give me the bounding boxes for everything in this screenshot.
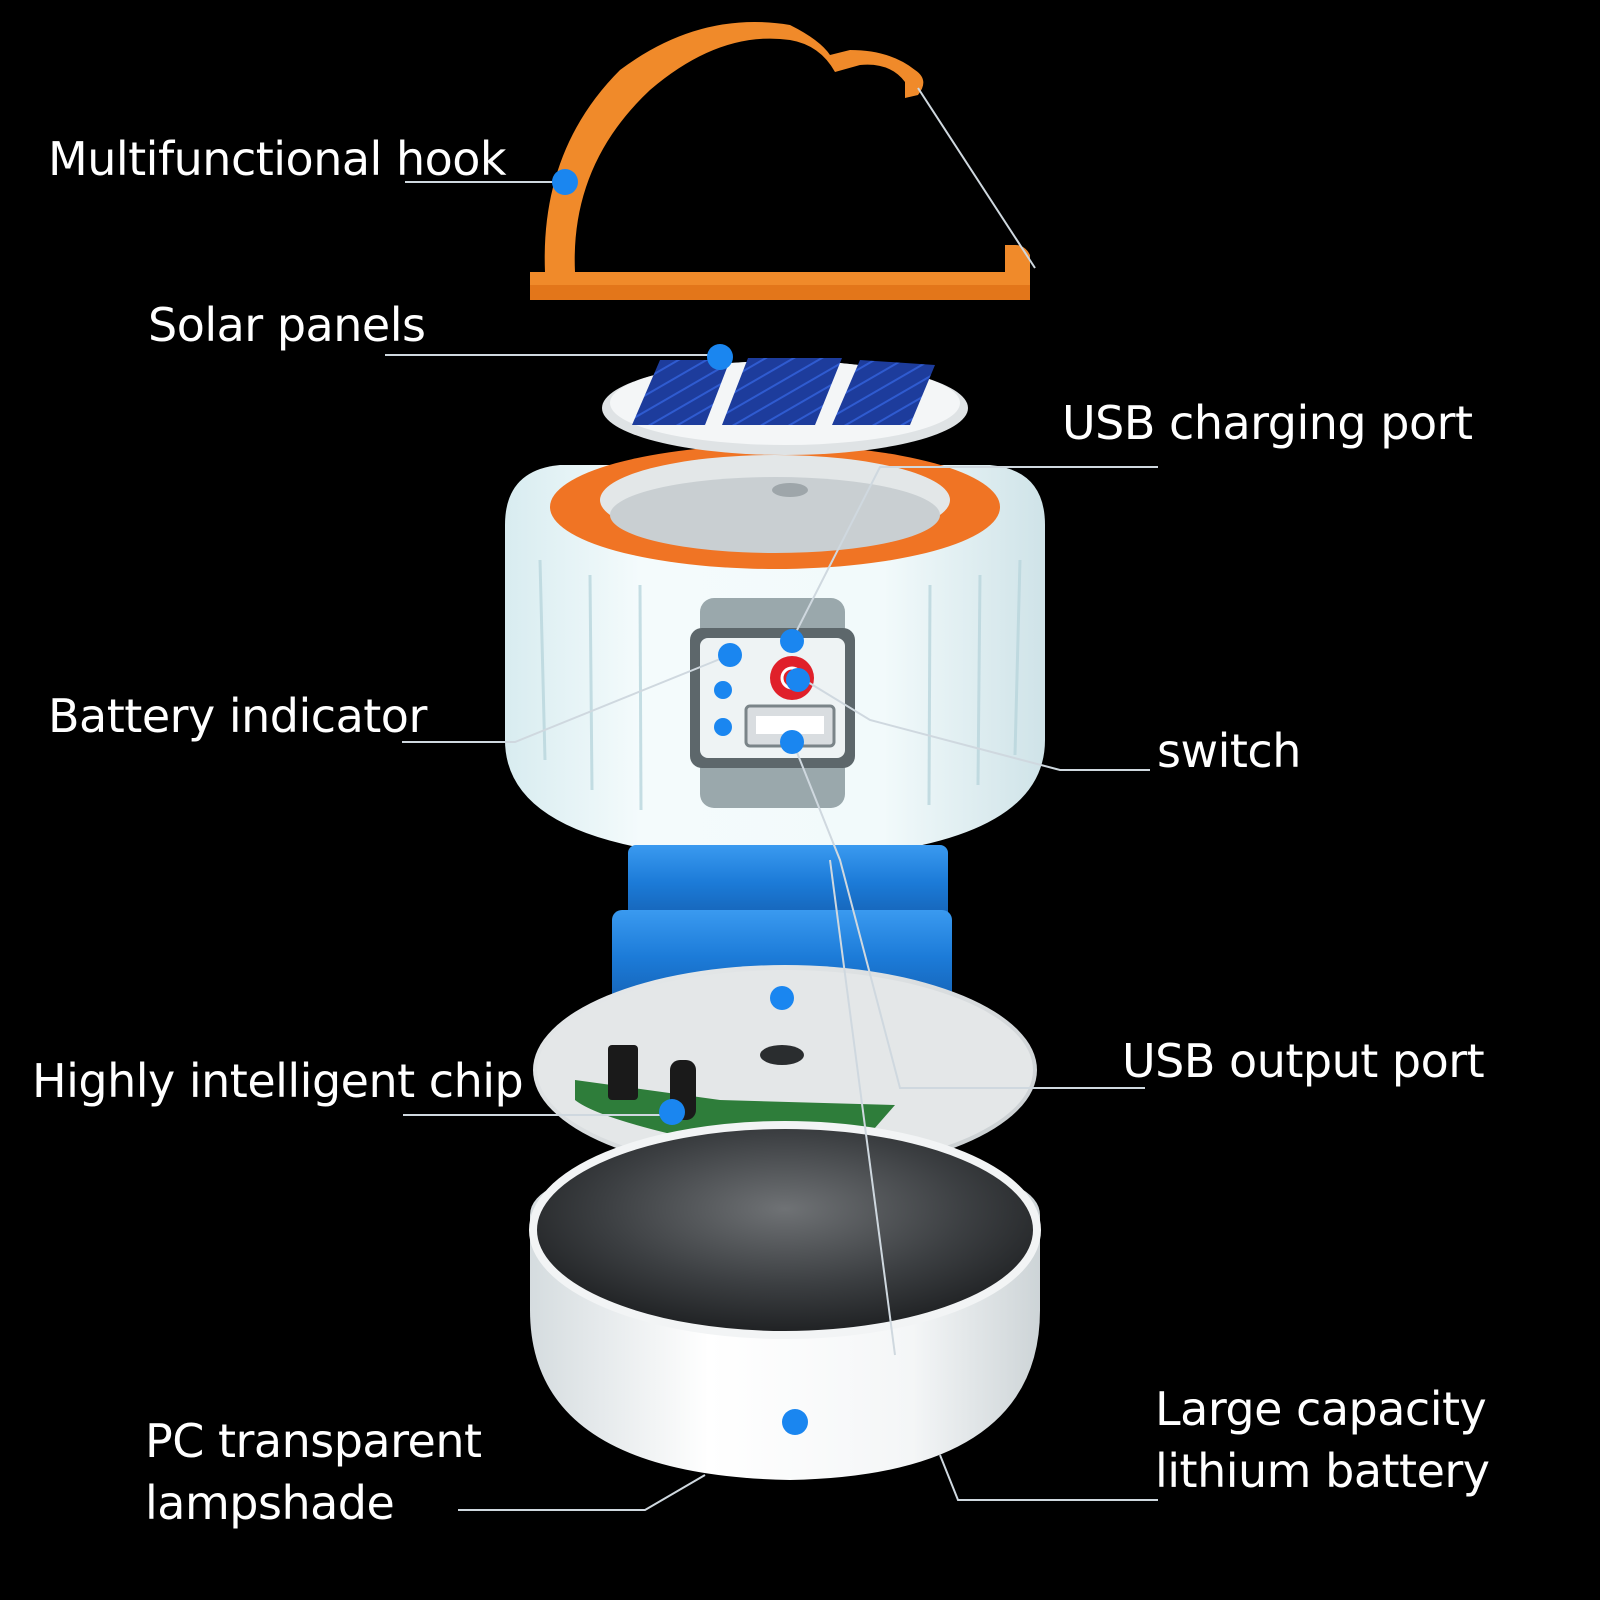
dot-battery xyxy=(770,986,794,1010)
callout-dots xyxy=(552,169,810,1435)
lampshade xyxy=(529,1121,1041,1480)
label-usb-output-port: USB output port xyxy=(1122,1034,1485,1088)
label-lampshade-line2: lampshade xyxy=(145,1476,395,1530)
label-lampshade: PC transparent lampshade xyxy=(145,1410,482,1534)
dot-usb-output xyxy=(780,730,804,754)
dot-battery-indicator-1 xyxy=(718,643,742,667)
lamp-head xyxy=(505,445,1045,860)
label-switch: switch xyxy=(1157,724,1301,778)
hook xyxy=(530,22,1030,300)
label-battery-line1: Large capacity xyxy=(1155,1382,1487,1436)
solar-panel xyxy=(602,358,968,455)
label-battery-indicator: Battery indicator xyxy=(48,689,427,743)
dot-battery-indicator-2 xyxy=(714,681,732,699)
label-lampshade-line1: PC transparent xyxy=(145,1414,482,1468)
dot-chip xyxy=(659,1099,685,1125)
leader-lines xyxy=(385,87,1158,1511)
label-usb-charging-port: USB charging port xyxy=(1062,396,1473,450)
dot-switch xyxy=(786,668,810,692)
label-battery-line2: lithium battery xyxy=(1155,1444,1490,1498)
label-solar-panels: Solar panels xyxy=(148,298,426,352)
dot-solar xyxy=(707,344,733,370)
label-battery: Large capacity lithium battery xyxy=(1155,1378,1490,1502)
dot-lampshade xyxy=(782,1409,808,1435)
label-chip: Highly intelligent chip xyxy=(32,1054,524,1108)
label-hook: Multifunctional hook xyxy=(48,132,507,186)
dot-battery-indicator-3 xyxy=(714,718,732,736)
dot-usb-charging xyxy=(780,629,804,653)
dot-hook xyxy=(552,169,578,195)
pcb-disc xyxy=(533,965,1037,1175)
